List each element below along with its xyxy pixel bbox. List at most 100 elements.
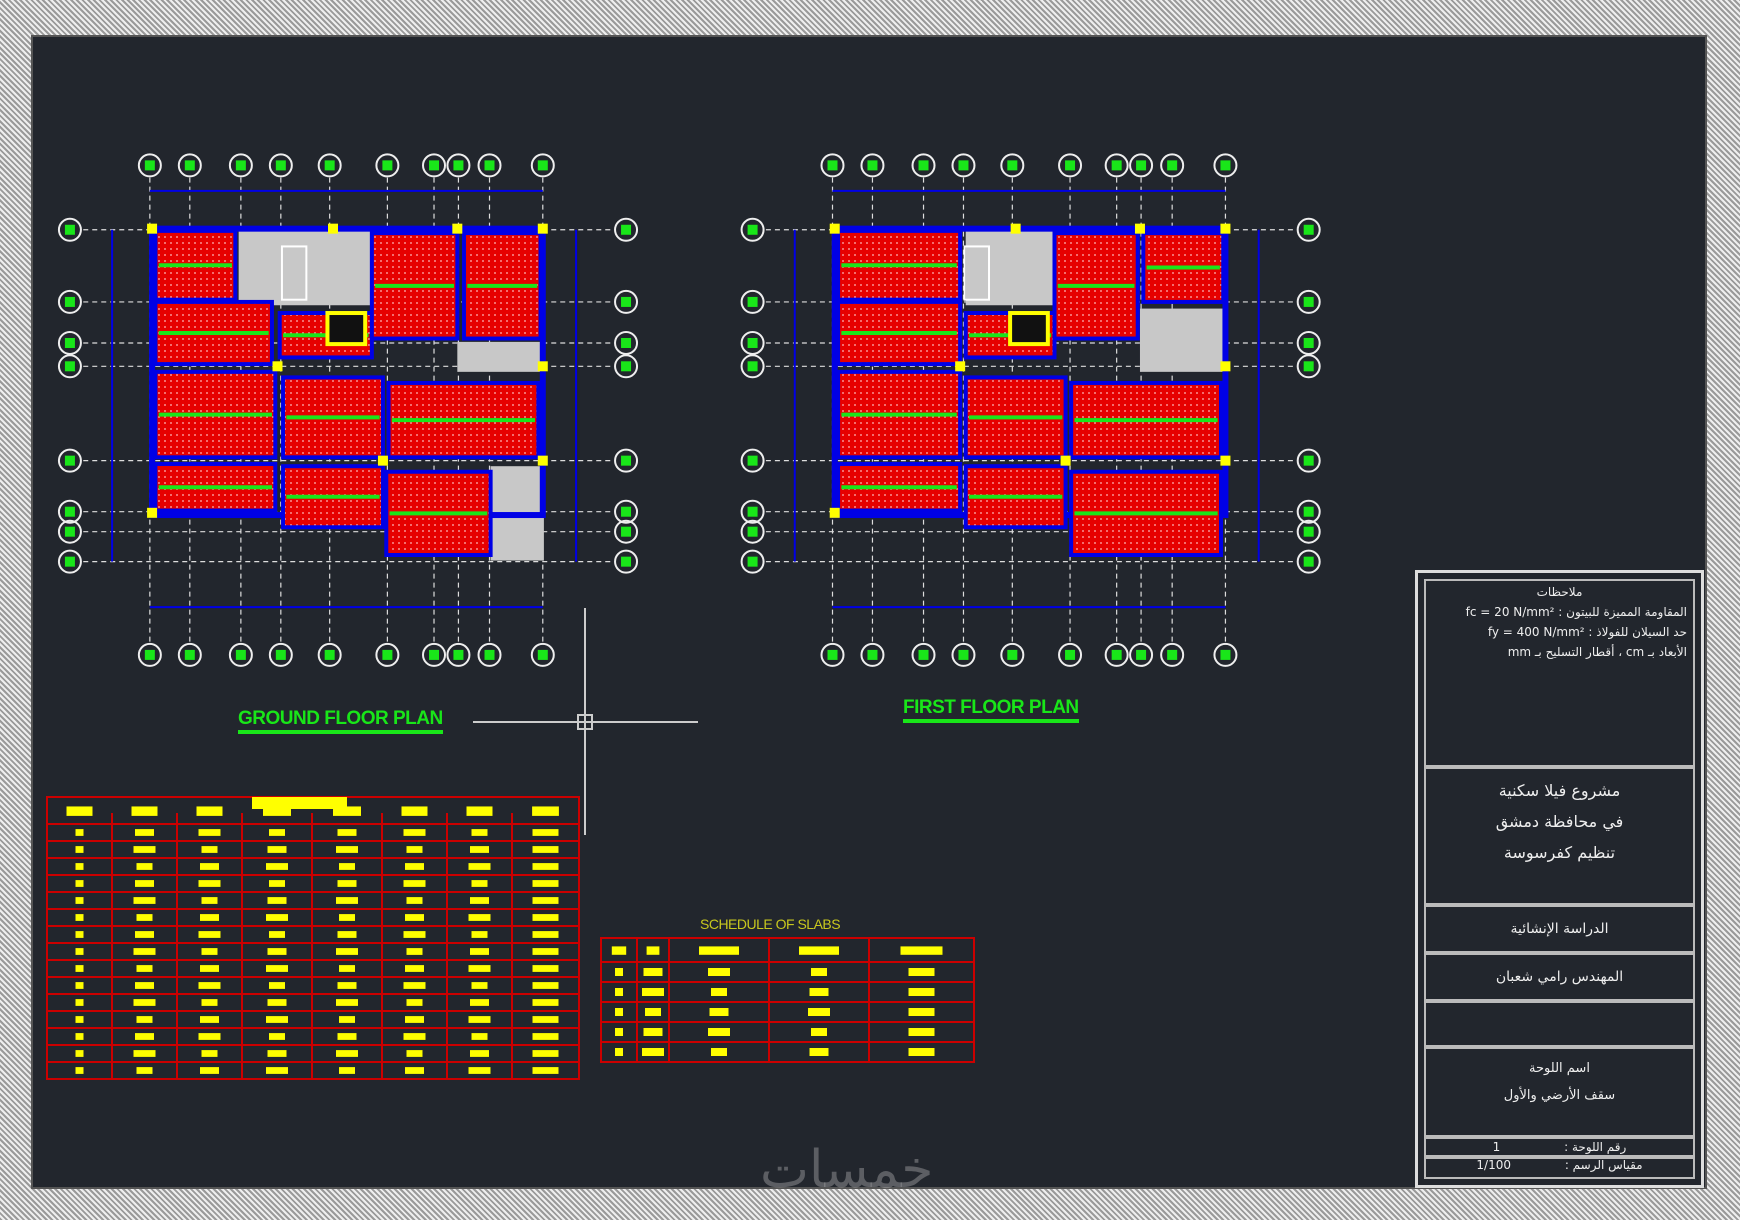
grid-bubble-mark — [324, 160, 335, 171]
grid-bubble — [57, 217, 82, 242]
stair-icon — [963, 245, 991, 301]
cell-text — [135, 880, 154, 887]
grid-bubble — [422, 153, 447, 178]
cell-text — [403, 880, 426, 887]
grid-bubble — [820, 153, 845, 178]
cell-text — [267, 897, 287, 904]
cell-text — [532, 897, 559, 904]
column — [1220, 361, 1231, 372]
cell-text — [711, 1048, 727, 1056]
cell-text — [133, 1050, 156, 1057]
grid-bubble — [614, 549, 639, 574]
cell-text — [532, 999, 559, 1006]
cell-text — [468, 863, 491, 870]
cell-text — [337, 931, 357, 938]
cell-text — [200, 1067, 219, 1074]
cell-text — [267, 846, 287, 853]
grid-bubble — [614, 289, 639, 314]
cell-text — [198, 982, 221, 989]
schedule-of-slabs-title: SCHEDULE OF SLABS — [700, 916, 841, 932]
grid-bubble-mark — [747, 361, 758, 372]
grid-bubble-mark — [867, 649, 878, 660]
cell-text — [908, 1008, 935, 1016]
cell-text — [405, 863, 424, 870]
grid-bubble-mark — [747, 556, 758, 567]
cell-text — [269, 829, 285, 836]
column — [1220, 455, 1231, 466]
grid-bubble — [740, 217, 765, 242]
grid-bubble-mark — [1303, 556, 1314, 567]
grid-bubble — [1160, 642, 1185, 667]
stair-void-area — [457, 341, 544, 372]
grid-bubble — [1058, 642, 1083, 667]
grid-bubble-mark — [382, 160, 393, 171]
cell-text — [200, 965, 219, 972]
cell-text — [405, 965, 424, 972]
cell-text — [709, 1008, 729, 1016]
header-text — [196, 806, 223, 816]
cell-text — [135, 982, 154, 989]
cell-text — [269, 1033, 285, 1040]
grid-bubble-mark — [184, 160, 195, 171]
grid-bubble-mark — [958, 160, 969, 171]
grid-bubble-mark — [144, 649, 155, 660]
column — [1060, 455, 1071, 466]
cell-text — [135, 931, 154, 938]
cell-text — [201, 897, 218, 904]
notes-heading: ملاحظات — [1536, 585, 1583, 599]
cell-text — [135, 829, 154, 836]
cell-text — [337, 880, 357, 887]
grid-bubble-mark — [1303, 224, 1314, 235]
cell-text — [532, 1016, 559, 1023]
cell-text — [337, 982, 357, 989]
cell-text — [339, 863, 355, 870]
cell-text — [615, 1008, 623, 1016]
grid-bubble — [740, 499, 765, 524]
cell-text — [532, 863, 559, 870]
cell-text — [908, 1048, 935, 1056]
grid-bubble — [1296, 354, 1321, 379]
grid-bubble-mark — [1303, 337, 1314, 348]
header-text — [900, 946, 943, 955]
grid-bubble — [614, 354, 639, 379]
grid-bubble-mark — [64, 556, 75, 567]
grid-bubble — [740, 519, 765, 544]
cell-text — [75, 914, 84, 921]
column — [452, 223, 463, 234]
cell-text — [336, 897, 358, 904]
grid-bubble — [228, 153, 253, 178]
cell-text — [75, 829, 84, 836]
cell-text — [403, 931, 426, 938]
cell-text — [267, 948, 287, 955]
grid-bubble — [1296, 330, 1321, 355]
cell-text — [135, 1033, 154, 1040]
cell-text — [615, 1028, 623, 1036]
grid-bubble-mark — [621, 224, 632, 235]
watermark: خمسات — [760, 1140, 934, 1200]
grid-bubble-mark — [621, 361, 632, 372]
cell-text — [470, 897, 489, 904]
grid-bubble — [1296, 448, 1321, 473]
column — [147, 507, 158, 518]
cell-text — [201, 999, 218, 1006]
column — [377, 455, 388, 466]
cell-text — [403, 829, 426, 836]
scale-value: 1/100 — [1476, 1158, 1511, 1172]
cell-text — [645, 1008, 661, 1016]
grid-bubble-mark — [453, 649, 464, 660]
slab-schedule — [600, 937, 975, 1063]
cell-text — [811, 1028, 827, 1036]
cell-text — [532, 965, 559, 972]
column — [328, 223, 338, 234]
grid-bubble — [446, 642, 471, 667]
beam-schedule — [46, 796, 580, 1080]
column — [829, 223, 840, 234]
sheet-number-label: رقم اللوحة : — [1564, 1140, 1627, 1154]
cell-text — [339, 1067, 355, 1074]
grid-bubble-mark — [958, 649, 969, 660]
grid-bubble — [477, 153, 502, 178]
cell-text — [405, 914, 424, 921]
grid-bubble — [268, 642, 293, 667]
cell-text — [339, 1016, 355, 1023]
